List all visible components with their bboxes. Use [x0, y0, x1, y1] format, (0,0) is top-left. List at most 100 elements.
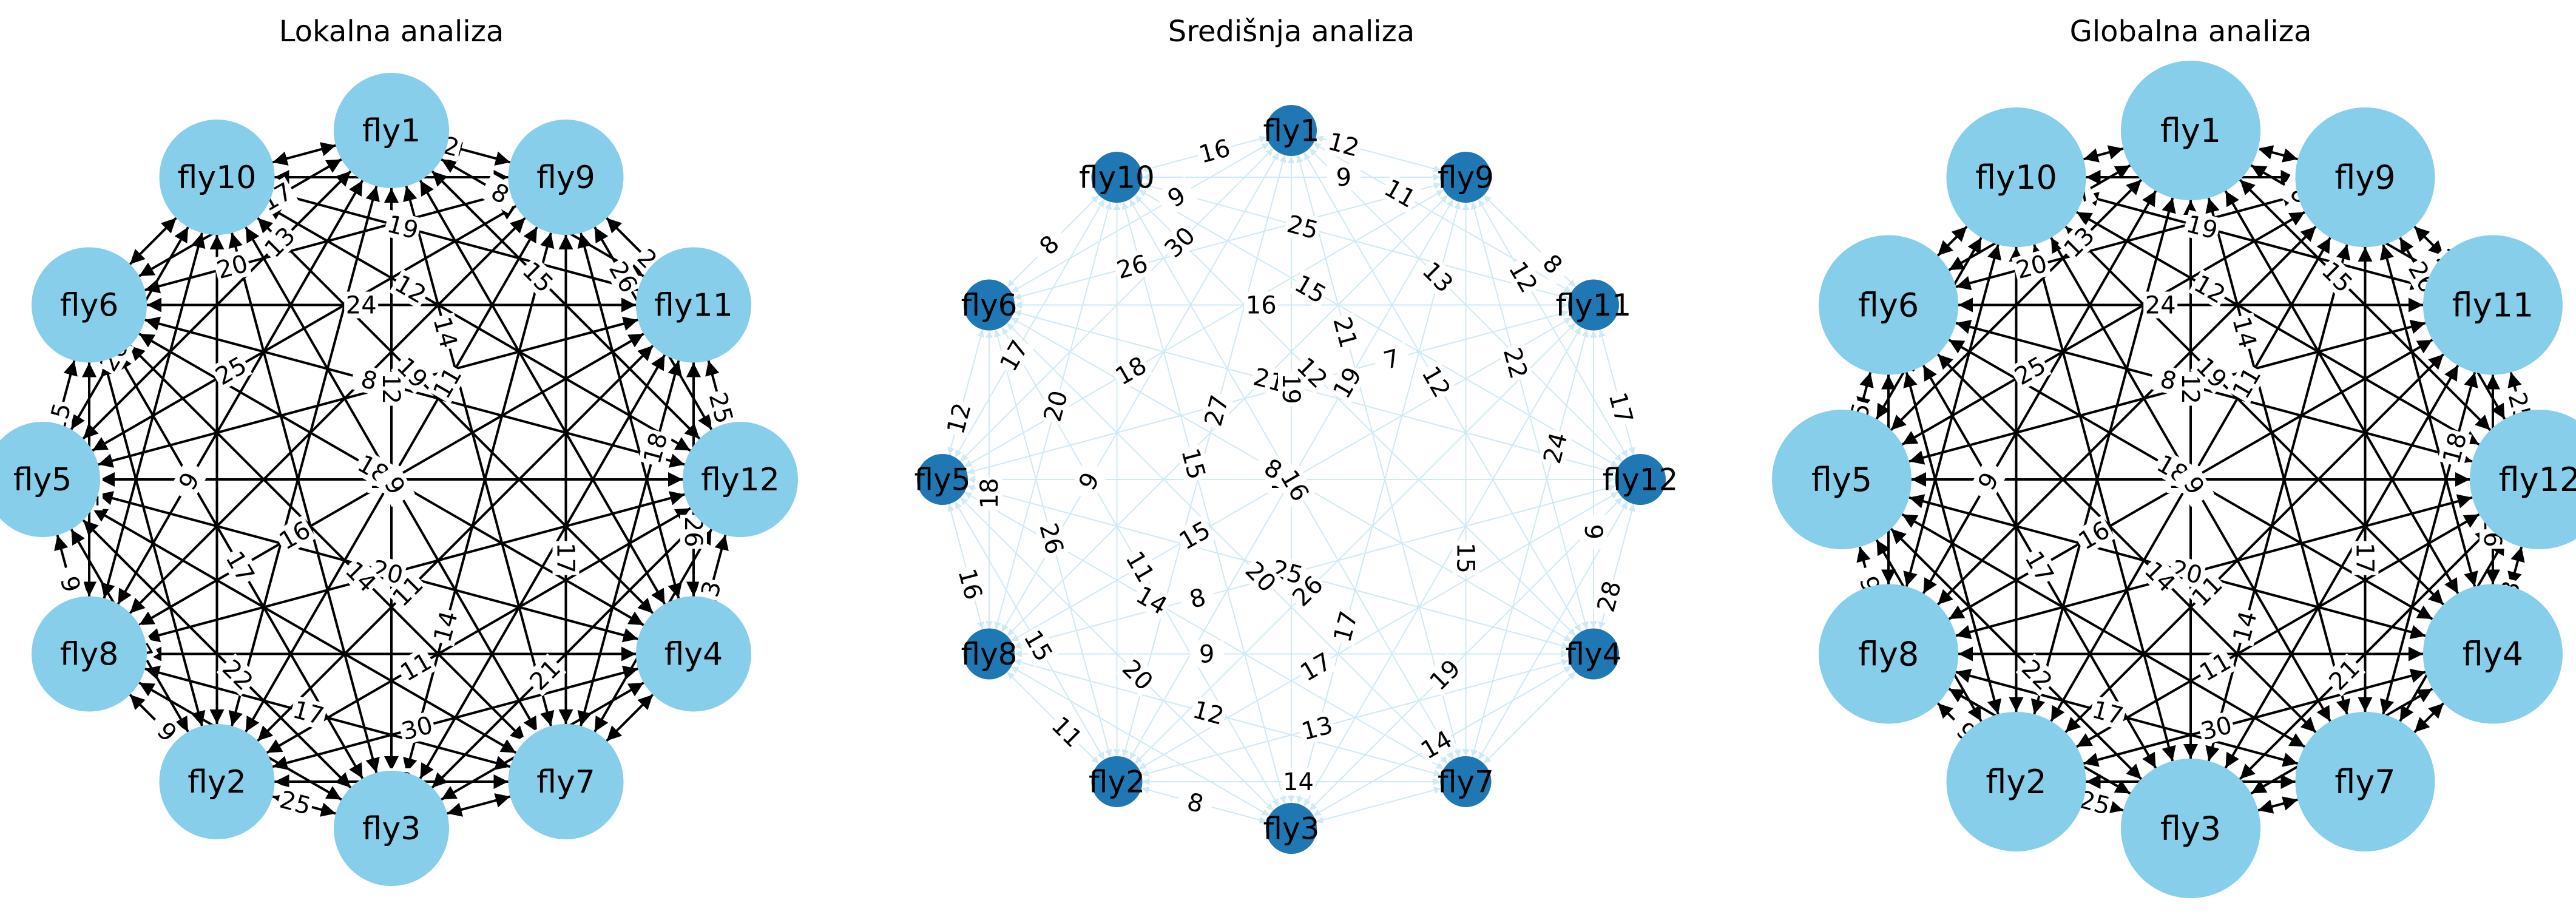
edge: [2507, 546, 2525, 587]
node-fly8: [1819, 584, 1959, 724]
node-fly4: [2422, 584, 2563, 724]
node-fly7: [1440, 756, 1492, 807]
node-fly12: [683, 422, 798, 537]
node-fly5: [1772, 410, 1912, 549]
node-label: fly9: [2334, 158, 2395, 197]
node-label: fly12: [1603, 462, 1678, 498]
edge: [955, 501, 1105, 760]
node-label: fly4: [1566, 637, 1622, 672]
edge-weight-bg: [2190, 351, 2233, 394]
node-fly9: [2295, 107, 2435, 248]
edge-weight-bg: [1176, 444, 1211, 484]
edge-weight-bg: [2072, 515, 2115, 556]
node-fly11: [635, 247, 751, 363]
node-fly8: [964, 628, 1015, 680]
edge-weight: 14: [1416, 725, 1457, 765]
edge-weight-bg: [2057, 220, 2101, 264]
edge: [947, 504, 984, 630]
panel-globalna-analiza: Globalna analiza 12917252416201491514202…: [1772, 15, 2576, 898]
edge-weight-bg: [216, 653, 260, 697]
node-fly4: [1567, 628, 1619, 680]
edge-weight-bg: [1328, 312, 1363, 353]
node-fly1: [2121, 61, 2260, 200]
edge-weight-bg: [1188, 695, 1229, 730]
node-label: fly8: [60, 637, 119, 673]
edge-weight-bg: [2188, 269, 2231, 310]
edge-weight-bg: [1415, 724, 1458, 765]
edge: [1013, 484, 1616, 649]
panel-title: Središnja analiza: [1168, 15, 1415, 49]
node-fly5: [917, 454, 968, 505]
edge: [1121, 201, 1286, 804]
edge-weight-bg: [276, 785, 316, 821]
edge-weight-bg: [1173, 515, 1216, 556]
node-label: fly1: [1263, 113, 1320, 149]
node-fly8: [32, 596, 147, 712]
edge-weight: 18: [976, 478, 1004, 509]
edge: [2064, 225, 2445, 606]
edge-weight: 17: [552, 543, 580, 574]
edge: [2257, 796, 2298, 814]
edge-weight: 9: [1336, 164, 1351, 192]
node-fly11: [1567, 279, 1619, 331]
edge: [2064, 353, 2445, 734]
edge-weight-bg: [1112, 249, 1152, 284]
node-label: fly1: [362, 113, 421, 149]
node-fly5: [0, 422, 100, 537]
edge-weight-bg: [288, 695, 329, 730]
edge-weight-bg: [428, 606, 463, 647]
edge-weight-bg: [1291, 351, 1334, 394]
node-label: fly10: [1079, 160, 1155, 195]
node-label: fly10: [1975, 158, 2057, 197]
node-label: fly7: [2334, 763, 2395, 801]
node-fly12: [1615, 454, 1666, 505]
edge: [606, 694, 654, 742]
edge-weight: 15: [1018, 626, 1058, 666]
nodes-layer: fly1fly9fly11fly12fly4fly7fly3fly2fly8fl…: [0, 73, 798, 886]
edge-weight-bg: [2226, 361, 2267, 404]
node-fly12: [2470, 410, 2576, 549]
node-label: fly11: [1556, 288, 1632, 323]
edge-weight-bg: [1198, 390, 1234, 431]
edge-weight-bg: [2351, 541, 2379, 575]
node-label: fly5: [13, 462, 72, 498]
node-fly6: [32, 247, 147, 363]
node-fly3: [1266, 803, 1317, 854]
edge-weight-bg: [1027, 223, 1071, 266]
node-label: fly5: [914, 462, 971, 498]
node-fly4: [635, 596, 751, 712]
panel-lokalna-analiza: Lokalna analiza 129172524162014915142025…: [0, 15, 798, 886]
edge: [1007, 671, 1100, 764]
edge: [2413, 702, 2445, 734]
edge-weight-bg: [1323, 127, 1364, 162]
edge-weight-bg: [391, 351, 434, 394]
edge-weight-bg: [1281, 768, 1316, 795]
edge-weight-bg: [2143, 291, 2178, 319]
edge-weight-bg: [516, 255, 559, 299]
node-label: fly3: [2160, 810, 2221, 848]
panel-sredisnja-analiza: Središnja analiza 1291517161725201112218…: [914, 15, 1678, 854]
node-label: fly4: [664, 637, 723, 673]
edge-weight-bg: [383, 209, 423, 245]
edge-weight-bg: [1046, 710, 1089, 754]
edge: [2030, 244, 2176, 762]
node-fly7: [508, 723, 624, 839]
edge-weight-bg: [169, 459, 209, 503]
edge-weight-bg: [2009, 350, 2052, 391]
edge-weight-bg: [976, 476, 1003, 510]
node-label: fly11: [2452, 286, 2534, 324]
edge-weight-bg: [389, 269, 432, 310]
edge: [1936, 225, 1968, 257]
edge-weight: 14: [1283, 768, 1314, 796]
edge-weight-bg: [1327, 164, 1361, 191]
edge-weight-bg: [1416, 360, 1457, 404]
edge-weight-bg: [1038, 386, 1073, 426]
node-label: fly3: [1263, 811, 1320, 847]
edge-weight-bg: [212, 249, 252, 284]
node-label: fly6: [961, 288, 1018, 323]
edge-weight: 17: [995, 336, 1034, 376]
edge-weight-bg: [1069, 459, 1109, 503]
edge: [1483, 671, 1576, 764]
node-fly9: [508, 120, 624, 235]
edge-weight-bg: [1416, 255, 1459, 299]
